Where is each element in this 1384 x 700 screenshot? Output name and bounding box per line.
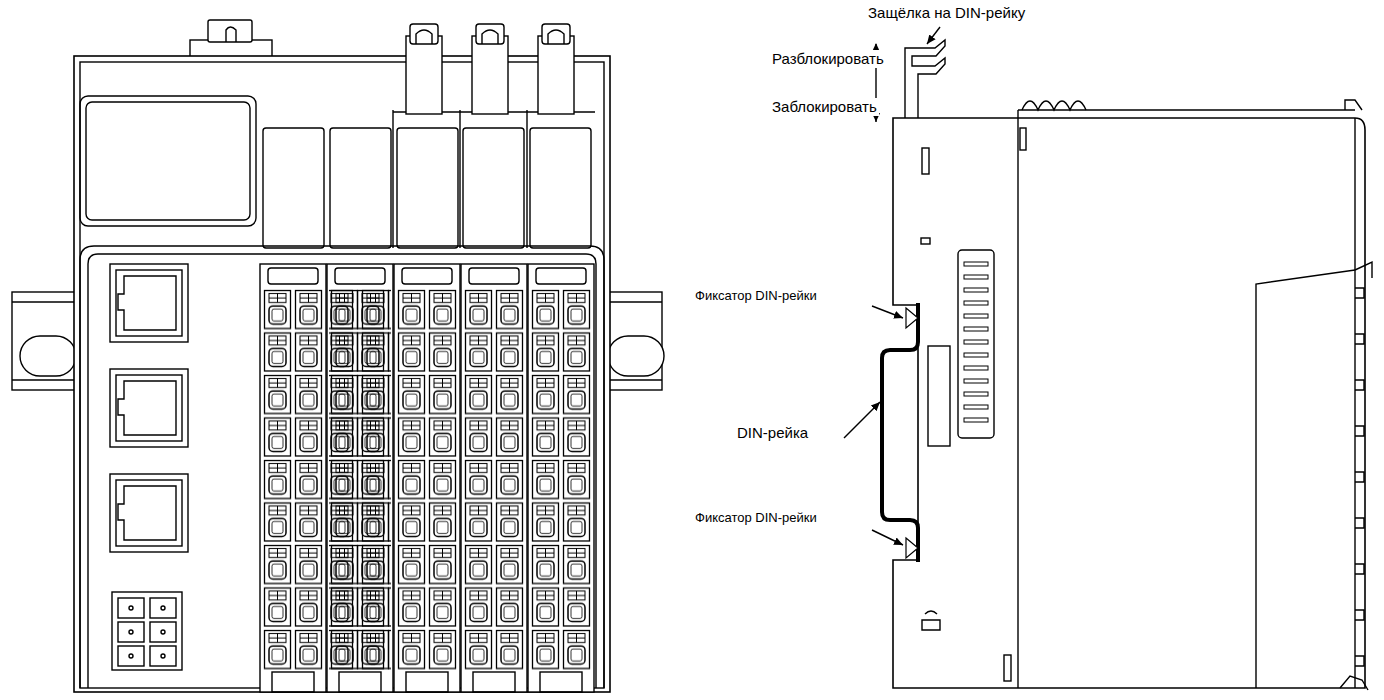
action-label: Заблокировать: [770, 98, 879, 116]
action-label: Разблокировать: [770, 50, 886, 68]
callout-label: Защёлка на DIN-рейку: [866, 4, 1027, 22]
callout-label: Фиксатор DIN-рейки: [693, 510, 819, 526]
callout-label: DIN-рейка: [735, 424, 810, 442]
callout-label: Фиксатор DIN-рейки: [693, 288, 819, 304]
